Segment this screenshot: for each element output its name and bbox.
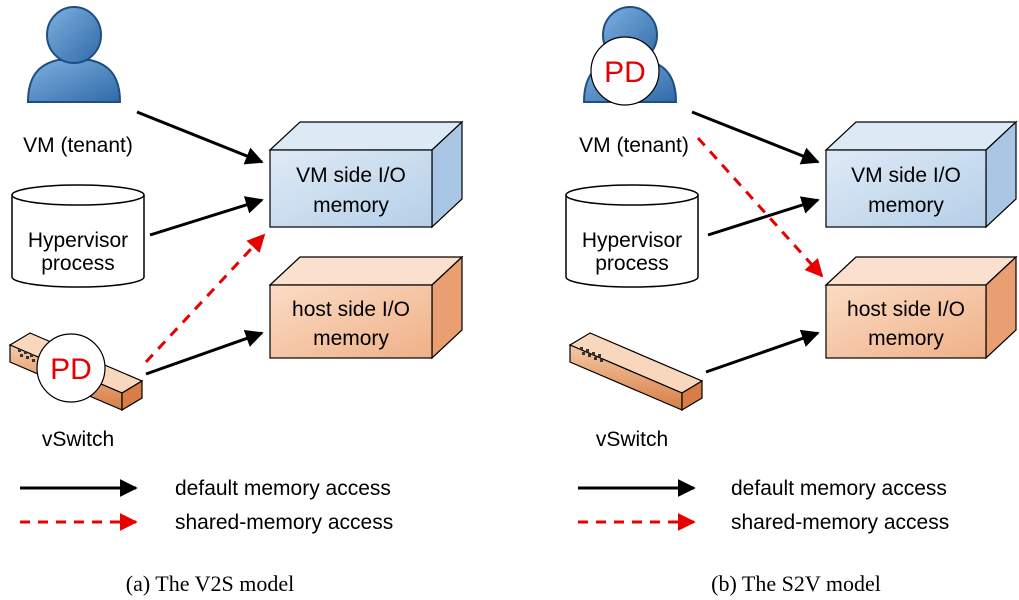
legend-default-label: default memory access [175,477,391,500]
caption-a: (a) The V2S model [126,571,294,596]
vm-tenant-user-icon [26,6,122,103]
legend-default-label: default memory access [731,477,947,500]
hypervisor-label-line1: Hypervisor [582,229,682,252]
vswitch-label: vSwitch [596,428,668,451]
vm-tenant-label: VM (tenant) [579,134,689,157]
legend-shared-label: shared-memory access [731,511,949,534]
vswitch-icon [568,332,704,412]
hypervisor-label-line1: Hypervisor [28,229,128,252]
pd-badge-text: PD [50,353,92,386]
host-side-io-memory-box [824,255,1018,360]
panel-v2s: VM (tenant) Hypervisor process PD vSwitc… [8,6,464,596]
host-io-label-line2: memory [868,327,944,350]
vm-tenant-label: VM (tenant) [23,134,133,157]
hypervisor-label-line2: process [595,252,669,275]
hypervisor-cylinder-icon [565,184,699,288]
host-io-label-line2: memory [313,327,389,350]
arrow-vswitch-to-hostio [145,329,264,376]
vm-side-io-memory-box [268,120,464,229]
vm-side-io-memory-box [824,120,1018,229]
vm-io-label-line1: VM side I/O [851,164,961,187]
caption-b: (b) The S2V model [711,571,881,596]
shared-arrow-vswitch-to-vmio [144,233,266,364]
pd-badge-circle [36,333,106,403]
arrow-vm-to-vmio [136,110,264,165]
host-side-io-memory-box [268,255,464,360]
vm-io-label-line1: VM side I/O [296,164,406,187]
arrow-vm-to-vmio [691,110,820,165]
vswitch-label: vSwitch [42,428,114,451]
host-io-label-line1: host side I/O [847,298,965,321]
shared-arrow-vm-to-hostio [696,136,824,278]
pd-badge-circle [590,36,660,106]
arrow-vswitch-to-hostio [705,329,820,374]
hypervisor-label-line2: process [41,252,115,275]
hypervisor-cylinder-icon [11,184,145,288]
host-io-label-line1: host side I/O [292,298,410,321]
vm-io-label-line2: memory [313,194,389,217]
pd-badge-text: PD [604,56,646,89]
panel-s2v: PD VM (tenant) Hypervisor process vSwitc… [565,6,1018,596]
legend-shared-label: shared-memory access [175,511,393,534]
arrow-hypervisor-to-vmio [707,196,820,237]
vm-io-label-line2: memory [868,194,944,217]
arrow-hypervisor-to-vmio [149,196,264,237]
